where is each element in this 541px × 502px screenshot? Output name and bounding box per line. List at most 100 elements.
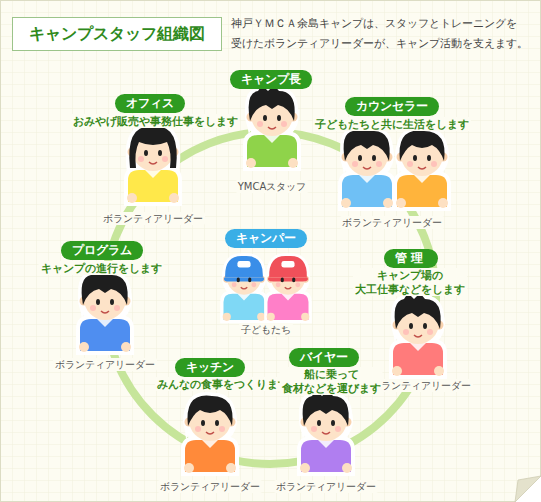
collar — [414, 175, 430, 183]
role-pill: 管理 — [384, 249, 438, 268]
mouth — [418, 167, 426, 169]
collar — [237, 294, 250, 301]
hand — [169, 193, 179, 203]
person-figure — [341, 125, 393, 208]
hand — [288, 158, 298, 168]
hand — [246, 158, 256, 168]
cheek — [195, 426, 201, 432]
mouth — [268, 127, 276, 129]
role-name: バイヤー — [300, 350, 348, 364]
eye — [317, 420, 321, 426]
shirt — [393, 343, 443, 375]
collar — [202, 440, 218, 448]
role-pill: キッチン — [175, 358, 245, 377]
role-name: オフィス — [126, 96, 174, 110]
mouth — [322, 432, 330, 434]
hand — [383, 198, 393, 208]
shirt — [268, 294, 309, 320]
person-figure — [79, 269, 131, 352]
person-figure — [300, 390, 352, 473]
cap-badge — [281, 261, 294, 268]
hair — [269, 256, 307, 277]
figure-caption: ボランティアリーダー — [369, 379, 473, 392]
person-figure — [127, 126, 179, 203]
hand — [257, 313, 265, 321]
cap-brim — [224, 277, 264, 281]
eye — [263, 115, 267, 121]
role-name: カウンセラー — [356, 99, 428, 113]
figure-caption: ボランティアリーダー — [53, 358, 157, 371]
figure-outline — [129, 126, 177, 174]
figure-outline — [397, 175, 447, 207]
role-pill: バイヤー — [289, 348, 359, 367]
mouth — [206, 432, 214, 434]
cheek — [403, 329, 409, 335]
cheek — [431, 161, 437, 167]
person-figure — [392, 293, 444, 376]
page-fold — [515, 476, 541, 502]
role-description: みんなの食事をつくります — [155, 377, 291, 391]
mouth — [101, 311, 109, 313]
role-pill: キャンプ長 — [230, 70, 312, 89]
figure-outline — [393, 343, 443, 375]
cap-brim — [268, 277, 308, 281]
figure-caption: ボランティアリーダー — [101, 212, 205, 225]
shirt — [185, 440, 235, 472]
mouth — [149, 162, 157, 164]
cheek — [232, 282, 237, 287]
person-figure — [184, 396, 236, 473]
hair — [249, 85, 295, 121]
shirt — [301, 440, 351, 472]
collar — [97, 319, 113, 327]
mouth — [414, 335, 422, 337]
figure-outline — [342, 175, 392, 207]
role-description: キャンプの進行をします — [39, 261, 164, 275]
role-pill: オフィス — [115, 94, 185, 113]
eye — [281, 277, 284, 282]
intro-note: 神戸ＹＭＣＡ余島キャンプは、スタッフとトレーニングを 受けたボランティアリーダー… — [229, 14, 538, 54]
figure-outline — [268, 294, 309, 320]
figure-outline — [80, 319, 130, 351]
eye — [427, 155, 431, 161]
cheek — [138, 156, 144, 162]
hair — [395, 293, 441, 329]
mouth — [363, 167, 371, 169]
eye — [248, 277, 251, 282]
hand — [267, 313, 275, 321]
eye — [110, 299, 114, 305]
person-figure — [223, 256, 266, 321]
ring — [104, 132, 436, 464]
hand — [184, 463, 194, 473]
collar — [145, 170, 161, 178]
title-box: キャンプスタッフ組織図 — [12, 17, 222, 51]
figure-caption: ボランティアリーダー — [158, 480, 262, 493]
hair — [129, 126, 177, 168]
hair — [400, 131, 445, 161]
collar — [318, 440, 334, 448]
cheek — [90, 305, 96, 311]
mouth — [285, 287, 292, 289]
person-figure — [267, 256, 310, 321]
cheek — [335, 426, 341, 432]
shirt — [128, 170, 178, 202]
eye — [331, 420, 335, 426]
cheek — [352, 161, 358, 167]
eye — [215, 420, 219, 426]
role-description: 船に乗って 食材などを運びます — [280, 367, 383, 395]
role-name: キャンパー — [236, 231, 296, 245]
collar — [410, 343, 426, 351]
role-pill: カウンセラー — [345, 97, 439, 116]
hand — [392, 366, 402, 376]
cheek — [295, 282, 300, 287]
figure-outline — [301, 440, 351, 472]
cheek — [257, 121, 263, 127]
figure-outline — [398, 131, 446, 179]
eye — [372, 155, 376, 161]
figure-outline — [128, 170, 178, 202]
eye — [292, 277, 295, 282]
hand — [341, 198, 351, 208]
hand — [121, 342, 131, 352]
eye — [237, 277, 240, 282]
eye — [409, 323, 413, 329]
